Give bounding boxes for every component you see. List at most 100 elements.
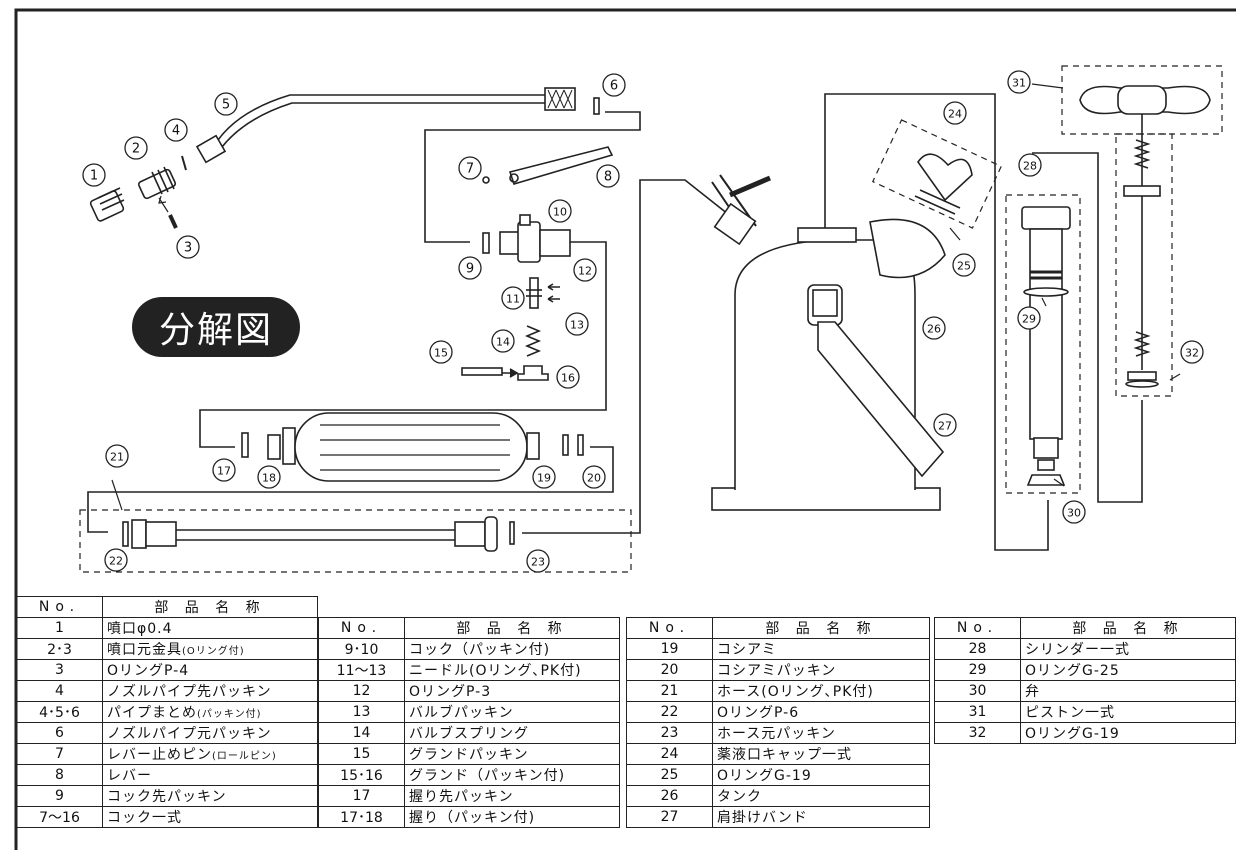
callout-circle [257, 465, 281, 489]
part-number: 2･3 [16, 638, 103, 660]
part-name-text: OリングG-25 [1025, 663, 1120, 679]
part-number: 28 [934, 638, 1021, 660]
part-name: コシアミパッキン [712, 659, 930, 681]
connector-line [424, 111, 641, 243]
liquid-cap-part [914, 153, 973, 215]
callout-circle [458, 156, 482, 180]
callout-number: 23 [531, 556, 545, 569]
part-name: コシアミ [712, 638, 930, 660]
callout-number: 10 [553, 206, 567, 219]
col-name: 部 品 名 称 [1020, 617, 1236, 639]
part-number: 30 [934, 680, 1021, 702]
part-name-text: 薬液口キャップ一式 [717, 747, 852, 763]
part-number: 26 [626, 785, 713, 807]
callout-circle [105, 444, 129, 468]
callout-19: 19 [532, 465, 556, 489]
callout-circle [501, 286, 525, 310]
callout-14: 14 [491, 329, 515, 353]
nozzle-tip-part [89, 187, 125, 222]
cock-tip-packing-part [482, 232, 490, 254]
part-name-text: バルブスプリング [409, 726, 529, 742]
callout-number: 14 [496, 336, 510, 349]
leader-arrows [111, 83, 1181, 511]
callout-5: 5 [214, 92, 238, 116]
callout-circle [164, 118, 188, 142]
part-number: 32 [934, 722, 1021, 744]
part-name-text: 弁 [1025, 684, 1040, 700]
callout-number: 27 [938, 420, 952, 433]
callout-12: 12 [573, 258, 597, 282]
callout-circle [922, 316, 946, 340]
part-name-text: 噴口φ0.4 [107, 621, 173, 637]
cock-part [499, 214, 571, 263]
grip-part [267, 412, 540, 482]
part-name: 薬液口キャップ一式 [712, 743, 930, 765]
part-name-text: パイプまとめ [107, 705, 197, 721]
part-name: ニードル(Oリング､PK付) [404, 659, 620, 681]
part-number: 1 [16, 617, 103, 639]
callout-circle [176, 235, 200, 259]
callout-number: 19 [537, 472, 551, 485]
part-note: (ロールピン) [212, 751, 277, 762]
part-name: タンク [712, 785, 930, 807]
callout-number: 24 [948, 108, 962, 121]
part-number: 19 [626, 638, 713, 660]
strainer-part [562, 434, 569, 456]
grip-tip-packing-part [241, 432, 249, 458]
callout-9: 9 [458, 256, 482, 280]
part-name-text: ノズルパイプ先パッキン [107, 684, 272, 700]
callout-circle [214, 92, 238, 116]
part-name-text: OリングG-19 [1025, 726, 1120, 742]
callout-20: 20 [582, 465, 606, 489]
cap-group-box [871, 119, 1003, 229]
page-border [14, 8, 1236, 850]
part-name-text: レバー [107, 768, 152, 784]
lever-pin-part [482, 176, 490, 184]
page-title: 分解図 [132, 297, 300, 357]
part-name: OリングG-19 [712, 764, 930, 786]
part-name-text: グランドパッキン [409, 747, 529, 763]
part-name-text: ピストン一式 [1025, 705, 1115, 721]
callout-circle [458, 256, 482, 280]
callout-22: 22 [104, 548, 128, 572]
callout-circle [556, 365, 580, 389]
callout-number: 26 [927, 323, 941, 336]
part-name: コック（パッキン付) [404, 638, 620, 660]
callout-number: 5 [222, 98, 230, 113]
callout-number: 21 [110, 451, 124, 464]
part-name-text: グランド（パッキン付) [409, 768, 566, 784]
part-name: 噴口元金具(Oリング付) [102, 638, 318, 660]
col-no: No. [16, 596, 103, 618]
callout-number: 8 [604, 170, 612, 185]
callout-number: 17 [217, 465, 231, 478]
callout-18: 18 [257, 465, 281, 489]
tank-part [711, 93, 1049, 551]
part-name-text: タンク [717, 789, 762, 805]
part-name: コック先パッキン [102, 785, 318, 807]
part-name: ホース(Oリング､PK付) [712, 680, 930, 702]
part-number: 17･18 [318, 806, 405, 828]
part-number: 13 [318, 701, 405, 723]
part-name-text: ノズルパイプ元パッキン [107, 726, 272, 742]
part-name: レバー [102, 764, 318, 786]
callout-circle [582, 465, 606, 489]
callout-number: 9 [466, 262, 474, 277]
callout-23: 23 [526, 549, 550, 573]
callout-29: 29 [1017, 306, 1041, 330]
col-no: No. [934, 617, 1021, 639]
part-name-text: OリングP-3 [409, 684, 492, 700]
callout-31: 31 [1007, 70, 1031, 94]
